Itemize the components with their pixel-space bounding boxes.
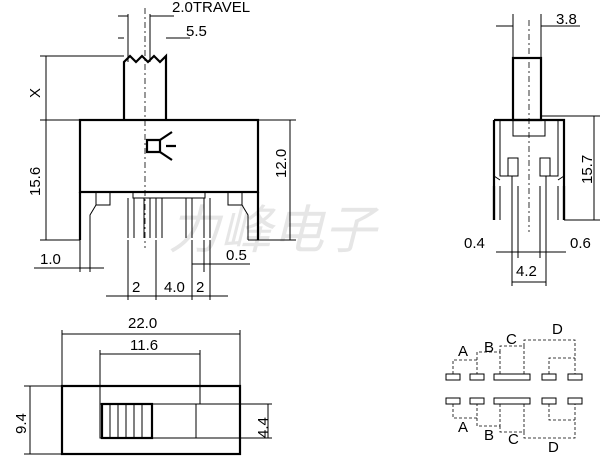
front-view: 2.0TRAVEL 5.5 X 15.6 12.0 1.0 0.5 (27, 0, 296, 300)
circuit-diagram: A B C D A B C D (445, 321, 583, 456)
front-terminals (127, 198, 211, 238)
top-length-dim: 22.0 (128, 315, 157, 332)
side-view: 3.8 15.7 0.4 0.6 4.2 (464, 11, 600, 286)
side-left-pin-dim: 0.4 (464, 235, 485, 252)
side-pin-span-dim: 4.2 (516, 263, 537, 280)
top-window (99, 403, 197, 439)
front-actuator-width-dim: 5.5 (186, 23, 207, 40)
front-body (78, 118, 260, 194)
circuit-top-label-b: B (484, 339, 494, 356)
top-window-length-dim: 11.6 (130, 337, 158, 354)
front-actuator-height-dim: X (27, 88, 44, 98)
circuit-bottom-label-b: B (484, 427, 494, 444)
front-pitch-b-dim: 4.0 (164, 279, 185, 296)
watermark: 力峰电子 (168, 201, 379, 261)
top-view: 22.0 11.6 9.4 4.4 (13, 315, 272, 456)
circuit-bottom-label-c: C (508, 431, 519, 448)
front-body-height-dim: 15.6 (27, 167, 44, 196)
circuit-bottom-label-a: A (458, 419, 468, 436)
top-body (60, 384, 242, 456)
front-travel-dim: 2.0TRAVEL (172, 0, 250, 16)
side-actuator-width-dim: 3.8 (556, 11, 577, 28)
top-knob-width-dim: 4.4 (255, 417, 272, 438)
side-right-pin-dim: 0.6 (570, 235, 591, 252)
front-offset-dim: 1.0 (40, 251, 61, 268)
front-pitch-c-dim: 2 (196, 279, 204, 296)
circuit-top-label-a: A (458, 343, 468, 360)
top-width-dim: 9.4 (13, 413, 30, 434)
front-pin-width-dim: 0.5 (226, 247, 247, 264)
front-pitch-a-dim: 2 (132, 279, 140, 296)
top-knob-ridges (109, 404, 143, 438)
top-knob (100, 402, 154, 440)
side-actuator (511, 56, 543, 122)
circuit-bottom-label-d: D (548, 439, 559, 456)
circuit-top-label-d: D (552, 321, 563, 338)
side-height-dim: 15.7 (579, 155, 596, 184)
front-terminal-height-dim: 12.0 (273, 149, 290, 178)
circuit-top-label-c: C (506, 331, 517, 348)
